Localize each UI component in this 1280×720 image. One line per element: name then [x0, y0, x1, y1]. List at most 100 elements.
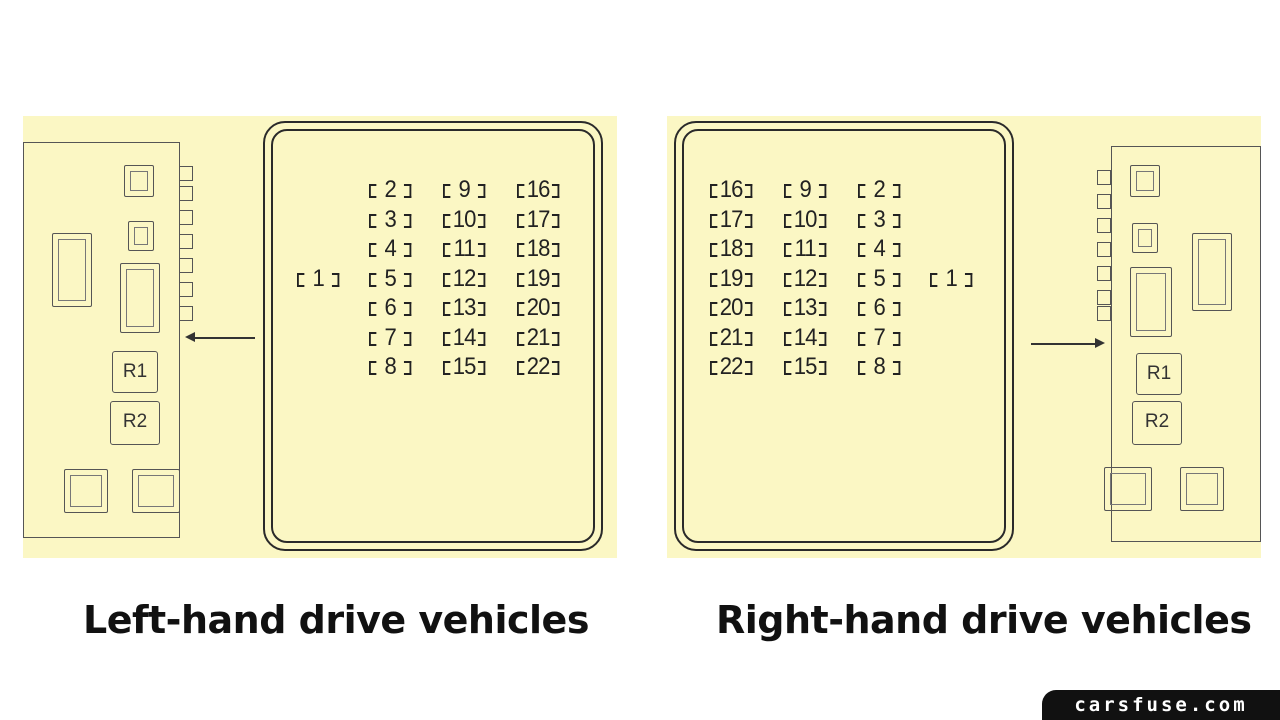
fuse-number: 19 — [526, 264, 551, 292]
fuse-number: 20 — [719, 294, 744, 321]
fuse-number: 1 — [945, 264, 957, 292]
fuse-number: 14 — [793, 323, 818, 351]
connector — [64, 469, 108, 513]
fuse-number: 18 — [526, 235, 551, 262]
fuse-number: 14 — [452, 323, 477, 351]
terminal-tab — [179, 282, 193, 297]
fuse-7: 7 — [858, 323, 917, 351]
fuse-17: 17 — [710, 205, 769, 233]
connector — [128, 221, 154, 251]
fuse-18: 18 — [710, 235, 769, 262]
fuse-11: 11 — [443, 235, 502, 262]
fuse-number: 15 — [452, 353, 477, 380]
fuse-number: 2 — [873, 176, 885, 203]
fuse-19: 19 — [710, 264, 769, 292]
fuse-number: 21 — [526, 323, 551, 351]
connector — [52, 233, 92, 307]
fuse-8: 8 — [858, 353, 917, 380]
fuse-14: 14 — [443, 323, 502, 351]
fuse-number: 2 — [384, 176, 396, 203]
connector — [124, 165, 154, 197]
fuse-2: 2 — [369, 176, 428, 203]
fuse-17: 17 — [517, 205, 576, 233]
fuse-number: 22 — [719, 353, 744, 380]
fuse-number: 6 — [873, 294, 885, 321]
fuse-number: 4 — [384, 235, 396, 262]
fuse-2: 2 — [858, 176, 917, 203]
fuse-7: 7 — [369, 325, 428, 349]
fuse-3: 3 — [858, 205, 917, 233]
fuse-20: 20 — [710, 294, 769, 321]
fuse-9: 9 — [784, 176, 843, 203]
fuse-number: 10 — [452, 205, 477, 233]
fuse-15: 15 — [443, 353, 502, 380]
terminal-tab — [1097, 170, 1111, 185]
fuse-16: 16 — [710, 176, 769, 203]
arrow-head-icon — [185, 332, 195, 342]
connector — [1180, 467, 1224, 511]
fuse-number: 8 — [873, 353, 885, 380]
fuse-15: 15 — [784, 355, 843, 379]
terminal-tab — [1097, 194, 1111, 209]
fuse-number: 13 — [452, 294, 477, 321]
terminal-tab — [1097, 218, 1111, 233]
fuse-19: 19 — [517, 264, 576, 292]
fuse-number: 9 — [458, 176, 470, 203]
fuse-14: 14 — [784, 323, 843, 351]
terminal-tab — [179, 166, 193, 181]
fuse-21: 21 — [710, 323, 769, 351]
fuse-9: 9 — [443, 176, 502, 203]
fuse-number: 5 — [873, 264, 885, 292]
fuse-number: 21 — [719, 323, 744, 351]
fuse-22: 22 — [710, 353, 769, 380]
fuse-16: 16 — [517, 178, 576, 202]
fuse-number: 19 — [719, 264, 744, 292]
fuse-number: 3 — [873, 205, 885, 233]
fuse-number: 4 — [873, 235, 885, 262]
fuse-number: 9 — [799, 176, 811, 203]
fuse-number: 6 — [384, 294, 396, 321]
fuse-10: 10 — [784, 207, 843, 231]
fuse-number: 20 — [526, 294, 551, 321]
relay-block-left: R1 R2 — [23, 142, 180, 538]
terminal-tab — [179, 306, 193, 321]
connector — [1104, 467, 1152, 511]
fuse-number: 17 — [526, 205, 551, 233]
fuse-22: 22 — [517, 355, 576, 379]
fuse-number: 5 — [384, 264, 396, 292]
fuse-number: 17 — [719, 205, 744, 233]
terminal-tab — [179, 258, 193, 273]
fuse-number: 11 — [453, 235, 476, 262]
terminal-tab — [179, 234, 193, 249]
fuse-12: 12 — [784, 266, 843, 290]
fuse-number: 16 — [719, 176, 744, 203]
fuse-3: 3 — [369, 207, 428, 231]
fuse-18: 18 — [517, 235, 576, 262]
fuse-6: 6 — [369, 294, 428, 321]
fuse-5: 5 — [369, 264, 428, 292]
arrow-head-icon — [1095, 338, 1105, 348]
fuse-13: 13 — [443, 294, 502, 321]
fuse-1: 1 — [297, 264, 356, 292]
fuse-5: 5 — [858, 264, 917, 292]
relay-r2: R2 — [110, 401, 160, 445]
caption-right-hand-drive: Right-hand drive vehicles — [716, 598, 1252, 642]
relay-r2: R2 — [1132, 401, 1182, 445]
terminal-tab — [1097, 266, 1111, 281]
caption-left-hand-drive: Left-hand drive vehicles — [83, 598, 589, 642]
fuse-21: 21 — [517, 323, 576, 351]
fuse-6: 6 — [858, 294, 917, 321]
fuse-number: 13 — [793, 294, 818, 321]
fuse-number: 7 — [873, 323, 885, 351]
fuse-number: 8 — [384, 353, 396, 380]
connector — [1132, 223, 1158, 253]
connector — [1130, 267, 1172, 337]
terminal-tab — [179, 186, 193, 201]
fuse-number: 1 — [312, 264, 324, 292]
connector — [1192, 233, 1232, 311]
fuse-number: 18 — [719, 235, 744, 262]
fuse-11: 11 — [784, 237, 843, 261]
